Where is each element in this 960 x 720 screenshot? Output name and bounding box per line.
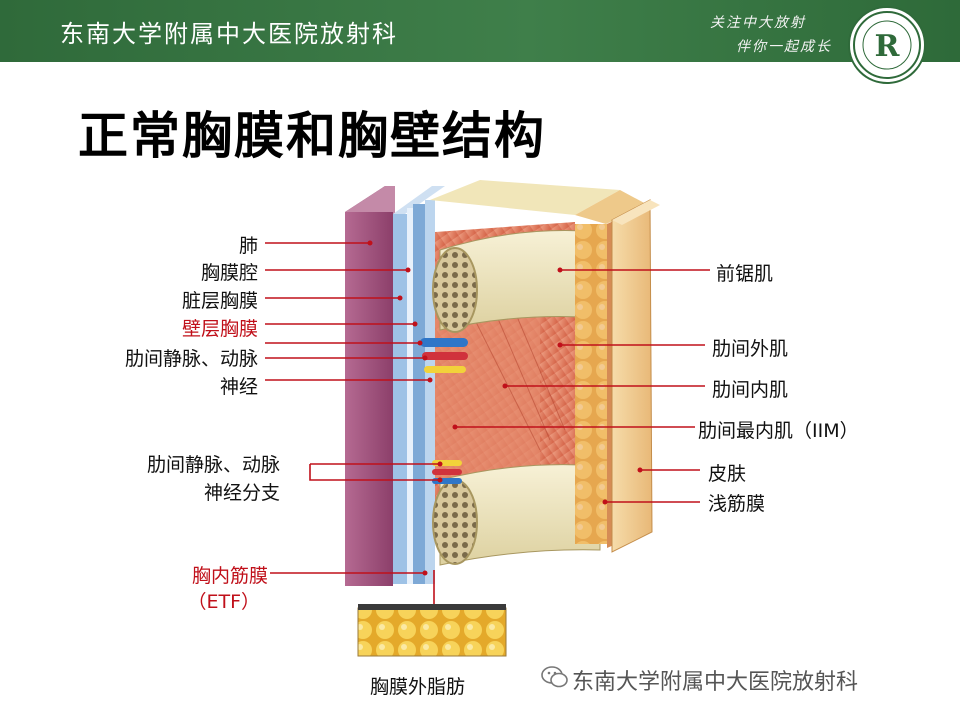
logo-emblem-icon: R: [853, 11, 921, 79]
upper-rib: [432, 229, 601, 333]
label-serratus-anterior: 前锯肌: [716, 263, 774, 285]
extrapleural-fat-inset: [357, 607, 507, 657]
label-nerve: 神经: [219, 376, 258, 398]
header-slogan-line2: 伴你一起成长: [736, 39, 832, 55]
fat-inset-border: [358, 604, 506, 610]
label-skin: 皮肤: [708, 463, 747, 485]
lower-rib: [432, 464, 601, 566]
header-title: 东南大学附属中大医院放射科: [60, 20, 398, 48]
label-lung: 肺: [238, 235, 258, 257]
label-intercostal-vessels: 肋间静脉、动脉: [124, 348, 258, 370]
watermark-text: 东南大学附属中大医院放射科: [572, 670, 859, 695]
leader-dots-right: [452, 267, 643, 505]
neurovascular-bundle-upper: [420, 338, 468, 373]
label-pleural-cavity: 胸膜腔: [200, 262, 258, 284]
label-nerve-branch: 神经分支: [203, 482, 280, 504]
hospital-logo: R: [848, 6, 926, 84]
top-surface: [430, 180, 620, 215]
header-slogan-line1: 关注中大放射: [710, 15, 806, 31]
slide-title: 正常胸膜和胸壁结构: [78, 107, 546, 165]
leader-lower-bundle-bracket-low: [309, 464, 440, 481]
label-external-intercostal: 肋间外肌: [712, 338, 789, 360]
leader-lines-left: [265, 242, 440, 604]
label-intercostal-vessels-lower: 肋间静脉、动脉: [146, 454, 280, 476]
logo-letter: R: [875, 29, 901, 64]
header-bar: 东南大学附属中大医院放射科 关注中大放射 伴你一起成长: [0, 0, 960, 62]
leader-dots-left: [367, 240, 443, 576]
skin-layer: [611, 199, 660, 553]
label-etf-abbrev: （ETF）: [187, 591, 260, 613]
label-visceral-pleura: 脏层胸膜: [181, 290, 258, 312]
label-endothoracic-fascia: 胸内筋膜: [191, 565, 268, 587]
leader-lines-right: [455, 269, 710, 503]
fat-top: [575, 190, 648, 224]
label-parietal-pleura: 壁层胸膜: [181, 318, 258, 340]
label-extrapleural-fat: 胸膜外脂肪: [370, 676, 466, 698]
label-internal-intercostal: 肋间内肌: [712, 379, 789, 401]
lung-block: [345, 186, 395, 586]
label-innermost-intercostal: 肋间最内肌（IIM）: [698, 420, 859, 442]
wechat-icon: [541, 666, 568, 688]
label-superficial-fascia: 浅筋膜: [708, 493, 766, 515]
pleura-layers: [393, 186, 445, 584]
